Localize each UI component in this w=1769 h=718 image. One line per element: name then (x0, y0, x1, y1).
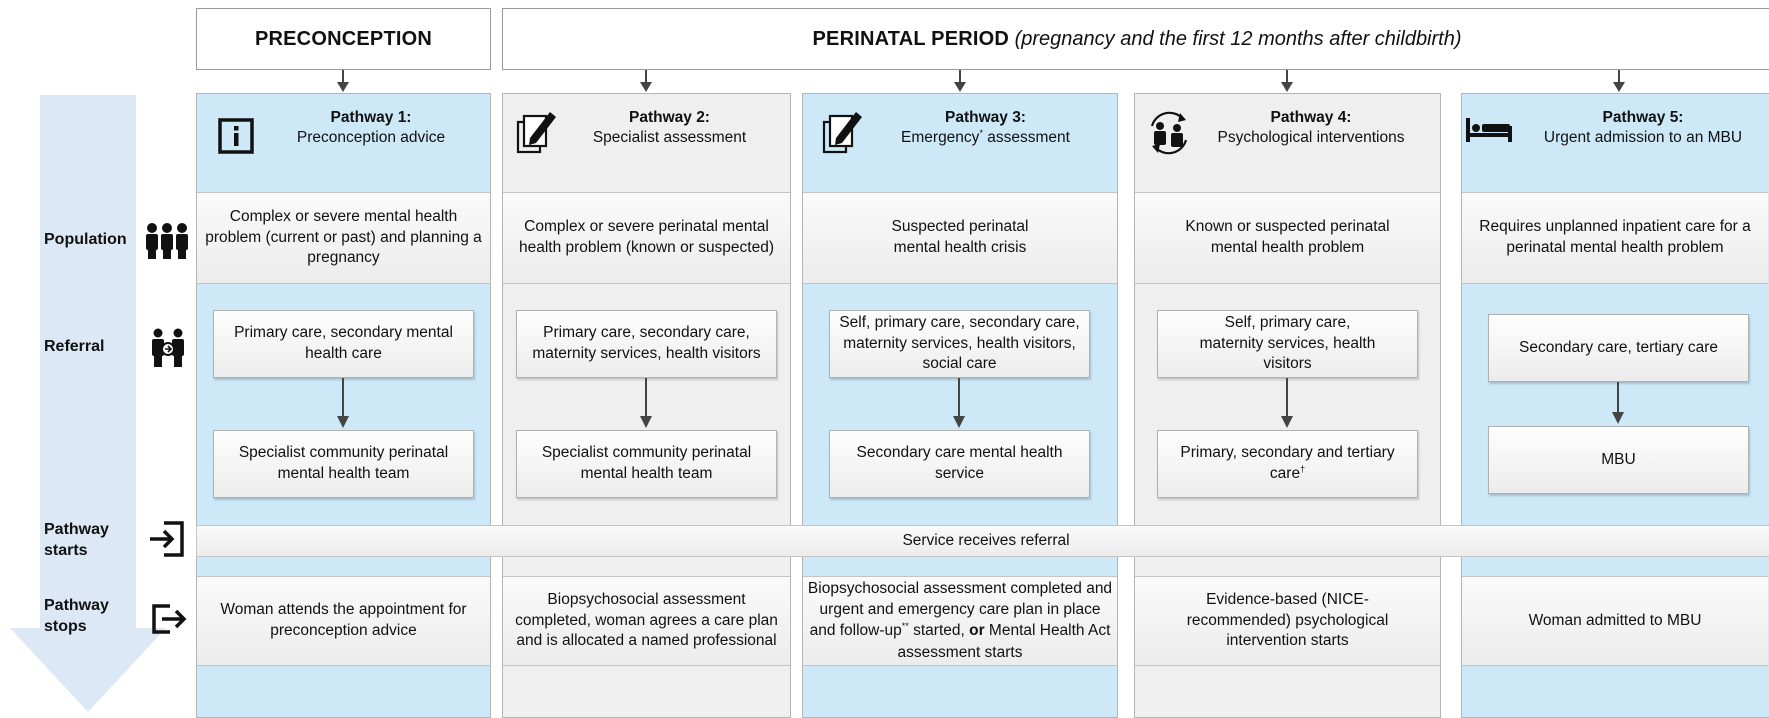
pathway-3-referral-to: Secondary care mental health service (829, 430, 1090, 498)
pathway-5-stops: Woman admitted to MBU (1462, 576, 1768, 666)
enter-icon (150, 521, 184, 557)
header-perinatal-subtitle: (pregnancy and the first 12 months after… (1014, 27, 1462, 50)
pathway-1-title: Pathway 1: Preconception advice (196, 106, 491, 166)
pathway-5-referral-from: Secondary care, tertiary care (1488, 314, 1749, 382)
header-preconception: PRECONCEPTION (196, 8, 491, 70)
exit-icon (152, 604, 187, 634)
pathway-4-name: Pathway 4: (1270, 109, 1352, 126)
pathway-4-title: Pathway 4: Psychological interventions (1134, 106, 1441, 166)
pathway-3-label-footnote: * (979, 128, 983, 139)
pathway-5-population: Requires unplanned inpatient care for a … (1462, 192, 1768, 284)
header-arrows (337, 70, 1625, 92)
pathway-3-referral-from: Self, primary care, secondary care, mate… (829, 310, 1090, 378)
row-label-population: Population (44, 231, 127, 248)
pathway-3-label-main: Emergency (901, 129, 980, 147)
pathway-1-population: Complex or severe mental health problem … (197, 192, 490, 284)
population-group-icon (146, 223, 188, 259)
pathway-5-title: Pathway 5: Urgent admission to an MBU (1461, 106, 1769, 166)
pathway-3-stops-part3: Mental Health Act assessment starts (897, 622, 1111, 661)
pathway-2-stops: Biopsychosocial assessment completed, wo… (503, 576, 790, 666)
pathway-3-name: Pathway 3: (945, 109, 1026, 126)
pathway-1-name: Pathway 1: (330, 109, 412, 126)
people-cycle-icon (1150, 111, 1188, 155)
row-label-pathway-stops: Pathway stops (44, 597, 109, 635)
pathway-1-referral-to: Specialist community perinatal mental he… (213, 430, 474, 498)
pathway-5-name: Pathway 5: (1602, 109, 1684, 126)
pathway-4-referral-to-label: Primary, secondary and tertiary care (1180, 443, 1395, 483)
pathway-4-referral-from: Self, primary care, maternity services, … (1157, 310, 1418, 378)
row-label-pathway-starts: Pathway starts (44, 521, 109, 559)
bed-icon (1466, 118, 1512, 142)
pathway-3-stops-footnote: ** (901, 621, 909, 632)
pathway-2-referral-from: Primary care, secondary care, maternity … (516, 310, 777, 378)
row-label-referral: Referral (44, 338, 105, 355)
pathway-4-population: Known or suspected perinatal mental heal… (1135, 192, 1440, 284)
pathway-3-stops: Biopsychosocial assessment completed and… (803, 576, 1117, 666)
pathway-4-label: Psychological interventions (1217, 129, 1405, 147)
pathway-2-name: Pathway 2: (629, 109, 710, 126)
pathway-1-referral-from: Primary care, secondary mental health ca… (213, 310, 474, 378)
pathway-2-referral-to: Specialist community perinatal mental he… (516, 430, 777, 498)
header-perinatal: PERINATAL PERIOD (pregnancy and the firs… (502, 8, 1769, 70)
header-preconception-label: PRECONCEPTION (254, 27, 433, 50)
referral-people-icon (152, 328, 184, 367)
timeline-down-arrow (10, 95, 166, 712)
pathway-3-population: Suspected perinatal mental health crisis (803, 192, 1117, 284)
document-pen-icon (516, 112, 556, 154)
pathway-3-stops-part2: started, (908, 622, 970, 640)
pathway-3-title: Pathway 3: Emergency* assessment (802, 106, 1118, 166)
service-receives-referral-label: Service receives referral (902, 531, 1070, 549)
document-pen-icon (822, 112, 862, 154)
pathway-3-stops-or: or (969, 622, 985, 640)
pathway-3-stops-part1: Biopsychosocial assessment completed and… (807, 579, 1113, 640)
pathway-5-label: Urgent admission to an MBU (1543, 129, 1743, 147)
pathway-2-label: Specialist assessment (592, 129, 747, 147)
pathway-4-referral-to: Primary, secondary and tertiary care† (1157, 430, 1418, 498)
pathway-4-referral-to-footnote: † (1300, 464, 1306, 475)
information-icon (218, 118, 254, 154)
pathway-1-label: Preconception advice (296, 129, 446, 147)
pathway-5-referral-to: MBU (1488, 426, 1749, 494)
header-perinatal-label: PERINATAL PERIOD (812, 27, 1010, 50)
service-receives-referral-band: Service receives referral (196, 525, 1769, 557)
pathway-2-title: Pathway 2: Specialist assessment (502, 106, 791, 166)
pathway-2-population: Complex or severe perinatal mental healt… (503, 192, 790, 284)
pathway-3-label-rest: assessment (982, 129, 1070, 147)
pathway-1-stops: Woman attends the appointment for precon… (197, 576, 490, 666)
pathway-4-stops: Evidence-based (NICE-recommended) psycho… (1135, 576, 1440, 666)
